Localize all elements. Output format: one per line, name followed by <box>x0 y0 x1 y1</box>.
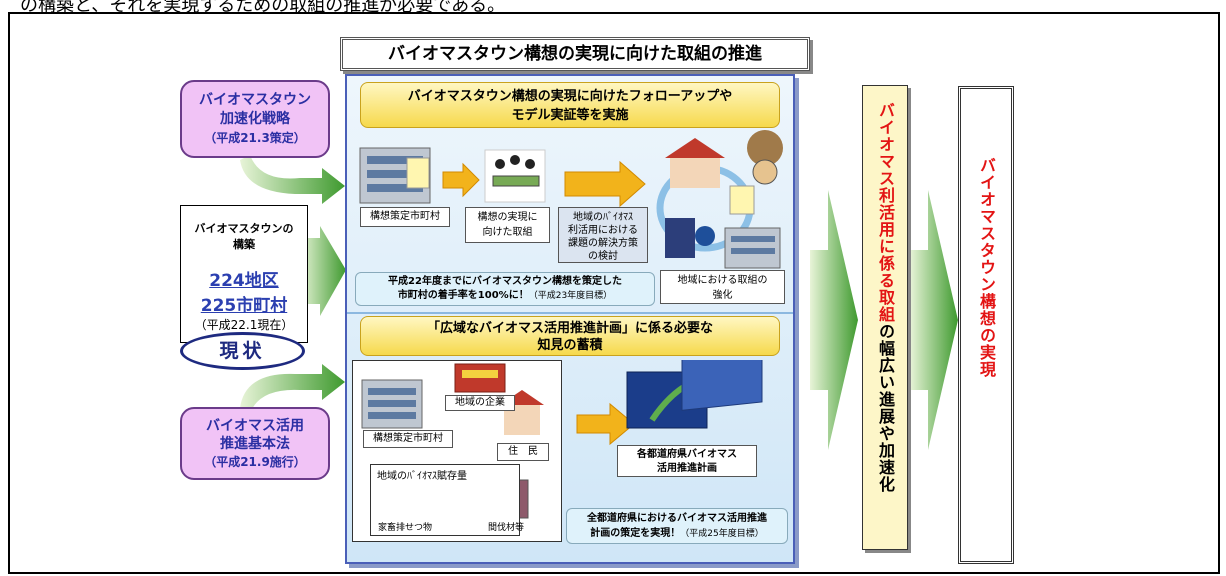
lower-target-note: 全都道府県におけるバイオマス活用推進 計画の策定を実現！（平成25年度目標） <box>566 508 788 544</box>
as-of-date: （平成22.1現在） <box>194 318 294 332</box>
upper-illustrations <box>359 130 783 269</box>
label-issue-1: 地域のﾊﾞｲｵﾏｽ <box>573 212 633 223</box>
districts-count: 224地区 <box>209 271 279 291</box>
label-issue-3: 課題の解決方策 <box>568 238 638 249</box>
right-arrows <box>810 190 958 450</box>
accel-line2: 加速化戦略 <box>220 111 290 127</box>
label-issue: 地域のﾊﾞｲｵﾏｽ 利活用における 課題の解決方策 の検討 <box>558 207 648 263</box>
label-regional: 地域における取組の 強化 <box>660 270 785 304</box>
lower-note-target: （平成25年度目標） <box>680 529 764 539</box>
city-hall-illustration-2 <box>724 227 781 269</box>
panel-divider <box>347 312 793 314</box>
law-line1: バイオマス活用 <box>206 418 304 434</box>
progress-box: バイオマス利活用に係る取組の幅広い進展や加速化 <box>862 85 908 550</box>
upper-header: バイオマスタウン構想の実現に向けたフォローアップや モデル実証等を実施 <box>360 82 780 128</box>
label-company: 地域の企業 <box>445 395 515 411</box>
lower-note-1: 全都道府県におけるバイオマス活用推進 <box>587 513 767 524</box>
law-line2: 推進基本法 <box>220 436 290 452</box>
flow-arrow-1 <box>442 162 480 198</box>
upper-target-note: 平成22年度までにバイオマスタウン構想を策定した 市町村の着手率を100%に！（… <box>355 272 655 306</box>
plan-line2: 活用推進計画 <box>657 463 717 474</box>
law-line3: （平成21.9施行） <box>204 455 306 469</box>
people-house-illustration <box>665 138 725 188</box>
progress-red: バイオマス利活用に係る取組 <box>876 102 895 323</box>
basic-law-bubble: バイオマス活用 推進基本法 （平成21.9施行） <box>180 407 330 480</box>
label-planning-city: 構想策定市町村 <box>360 207 450 227</box>
lower-note-2a: 計画の策定を実現！ <box>590 528 681 539</box>
farmer-illustration <box>747 130 783 185</box>
label-effort: 構想の実現に 向けた取組 <box>465 207 550 243</box>
main-title: バイオマスタウン構想の実現に向けた取組の推進 <box>340 37 810 71</box>
meeting-illustration <box>484 149 546 203</box>
upper-note-target: （平成23年度目標） <box>528 291 613 301</box>
municipality-count: 225市町村 <box>200 296 288 316</box>
accel-line3: （平成21.3策定） <box>204 131 306 145</box>
progress-text: バイオマス利活用に係る取組の幅広い進展や加速化 <box>874 102 896 549</box>
label-planning-city-2: 構想策定市町村 <box>363 430 453 448</box>
label-manure: 家畜排せつ物 <box>378 523 433 533</box>
city-hall-illustration-1 <box>359 147 431 204</box>
upper-note-1: 平成22年度までにバイオマスタウン構想を策定した <box>388 276 622 287</box>
label-effort-1: 構想の実現に <box>477 212 538 223</box>
accel-line1: バイオマスタウン <box>199 92 311 108</box>
arrow-to-progress <box>810 190 858 450</box>
realization-text: バイオマスタウン構想の実現 <box>977 157 996 378</box>
upper-note-2a: 市町村の着手率を100%に！ <box>397 290 529 301</box>
label-issue-4: の検討 <box>588 251 618 262</box>
flow-arrow-3 <box>576 402 635 446</box>
progress-black: の幅広い進展や加速化 <box>876 323 895 493</box>
construction-box: バイオマスタウンの 構築 224地区 225市町村 （平成22.1現在） <box>180 205 308 343</box>
stock-title: 地域のﾊﾞｲｵﾏｽ賦存量 <box>377 471 467 482</box>
lower-illustrations <box>361 360 763 521</box>
lower-header-1: 「広域なバイオマス活用推進計画」に係る必要な <box>426 321 713 336</box>
label-effort-2: 向けた取組 <box>482 227 533 238</box>
upper-header-1: バイオマスタウン構想の実現に向けたフォローアップや <box>407 89 733 104</box>
label-prefectural-plan: 各都道府県バイオマス 活用推進計画 <box>617 445 757 477</box>
left-arrows <box>240 155 346 413</box>
label-issue-2: 利活用における <box>568 225 638 236</box>
status-label: 現状 <box>219 340 266 362</box>
city-hall-illustration-3 <box>361 379 423 429</box>
arrow-law <box>240 364 345 413</box>
document-illustration <box>729 185 755 215</box>
label-residents: 住 民 <box>497 443 549 461</box>
factory-illustration <box>665 218 715 258</box>
arrow-to-realization <box>910 190 958 450</box>
flow-arrow-2 <box>564 160 646 208</box>
label-regional-1: 地域における取組の <box>677 275 768 286</box>
label-thinning: 間伐材等 <box>488 523 525 533</box>
lower-note-2: 計画の策定を実現！（平成25年度目標） <box>567 526 787 542</box>
label-regional-2: 強化 <box>712 290 733 301</box>
company-illustration <box>454 363 506 393</box>
lower-header-2: 知見の蓄積 <box>537 338 603 353</box>
plan-line1: 各都道府県バイオマス <box>637 449 737 460</box>
upper-header-2: モデル実証等を実施 <box>511 108 629 123</box>
upper-note-2: 市町村の着手率を100%に！（平成23年度目標） <box>356 289 654 303</box>
outer-frame <box>8 12 1220 574</box>
biomass-stock-box: 地域のﾊﾞｲｵﾏｽ賦存量 <box>370 464 520 536</box>
arrow-main <box>300 226 346 316</box>
accel-strategy-bubble: バイオマスタウン 加速化戦略 （平成21.3策定） <box>180 80 330 158</box>
binder-illustration <box>681 360 763 411</box>
construction-title-1: バイオマスタウンの <box>194 222 294 235</box>
construction-title-2: 構築 <box>233 238 255 251</box>
arrow-accel <box>240 155 345 204</box>
lower-header: 「広域なバイオマス活用推進計画」に係る必要な 知見の蓄積 <box>360 316 780 356</box>
status-ellipse: 現状 <box>180 332 305 370</box>
realization-box: バイオマスタウン構想の実現 <box>958 86 1014 564</box>
